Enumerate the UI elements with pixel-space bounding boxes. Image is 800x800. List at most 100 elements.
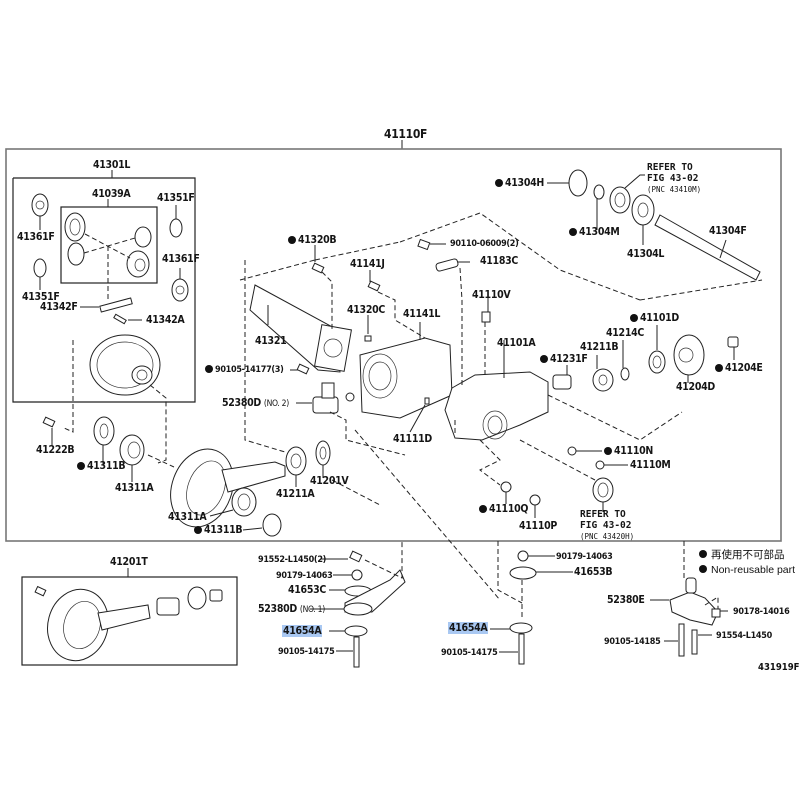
part-label-41204e[interactable]: 41204E bbox=[715, 362, 763, 374]
refer-line: REFER TO bbox=[647, 162, 693, 173]
part-label-41111d[interactable]: 41111D bbox=[393, 433, 432, 445]
part-label-41311b[interactable]: 41311B bbox=[194, 524, 243, 536]
refer-line: REFER TO bbox=[580, 509, 626, 520]
part-label-41351f[interactable]: 41351F bbox=[22, 291, 60, 303]
extension-tube bbox=[239, 241, 401, 373]
part-label-41141l[interactable]: 41141L bbox=[403, 308, 441, 320]
carrier-plugs bbox=[354, 429, 628, 601]
lower-mount-1 bbox=[310, 540, 406, 668]
part-label-41301l[interactable]: 41301L bbox=[93, 159, 131, 171]
part-label-41141j[interactable]: 41141J bbox=[350, 258, 385, 270]
part-label-91552-l1450[interactable]: 91552-L1450(2) bbox=[258, 555, 327, 565]
part-label-41342a[interactable]: 41342A bbox=[146, 314, 185, 326]
part-note: (NO. 2) bbox=[263, 399, 289, 409]
part-label-41201v[interactable]: 41201V bbox=[310, 475, 349, 487]
part-label-41320c[interactable]: 41320C bbox=[347, 304, 385, 316]
refer-line: FIG 43-02 bbox=[580, 520, 632, 531]
part-label-41361f[interactable]: 41361F bbox=[162, 253, 200, 265]
part-label-41653b[interactable]: 41653B bbox=[574, 566, 613, 578]
part-label-41110v[interactable]: 41110V bbox=[472, 289, 511, 301]
legend-text: 再使用不可部品 bbox=[711, 549, 785, 561]
part-label-90105-14175[interactable]: 90105-14175 bbox=[441, 648, 498, 658]
assembly-label-41110f[interactable]: 41110F bbox=[384, 127, 428, 141]
part-label-41304l[interactable]: 41304L bbox=[627, 248, 665, 260]
bolts-upper bbox=[311, 245, 426, 342]
refer-line: (PNC 43410M) bbox=[647, 185, 702, 194]
mount-bracket-no2 bbox=[290, 363, 406, 456]
part-number: 52380D bbox=[222, 397, 261, 409]
part-label-90179-14063[interactable]: 90179-14063 bbox=[556, 552, 613, 562]
bolt-41222b bbox=[42, 416, 56, 445]
differential-carrier-cover bbox=[359, 322, 453, 433]
part-label-90110-06009[interactable]: 90110-06009(2) bbox=[450, 239, 519, 249]
part-label-41222b[interactable]: 41222B bbox=[36, 444, 75, 456]
part-label-90105-14175[interactable]: 90105-14175 bbox=[278, 647, 335, 657]
diff-case-assembly-frame bbox=[12, 170, 196, 403]
part-label-90105-14185[interactable]: 90105-14185 bbox=[604, 637, 661, 647]
part-label-41110n[interactable]: 41110N bbox=[604, 445, 653, 457]
part-label-41311a[interactable]: 41311A bbox=[168, 511, 207, 523]
legend: 再使用不可部品 Non-reusable part bbox=[699, 548, 795, 578]
part-label-41101d[interactable]: 41101D bbox=[630, 312, 679, 324]
part-label-52380e[interactable]: 52380E bbox=[607, 594, 645, 606]
part-label-91554-l1450[interactable]: 91554-L1450 bbox=[716, 631, 772, 641]
illustration-code: 431919F bbox=[758, 662, 800, 673]
pinion-gear-set bbox=[64, 212, 152, 300]
part-label-41320b[interactable]: 41320B bbox=[288, 234, 337, 246]
part-label-90105-14177[interactable]: 90105-14177(3) bbox=[205, 364, 284, 376]
ring-gear-and-pinion bbox=[170, 260, 381, 537]
differential-carrier bbox=[399, 212, 641, 441]
part-label-41211b[interactable]: 41211B bbox=[580, 341, 619, 353]
highlighted-part-number: 41654A bbox=[448, 622, 489, 634]
part-label-41214c[interactable]: 41214C bbox=[606, 327, 644, 339]
part-label-41653c[interactable]: 41653C bbox=[288, 584, 326, 596]
part-label-41654a-highlighted[interactable]: 41654A bbox=[448, 622, 489, 634]
legend-item-jp: 再使用不可部品 bbox=[699, 548, 795, 563]
part-label-41351f[interactable]: 41351F bbox=[157, 192, 195, 204]
part-label-41110m[interactable]: 41110M bbox=[630, 459, 671, 471]
part-label-41311b[interactable]: 41311B bbox=[77, 460, 126, 472]
refer-line: (PNC 43420H) bbox=[580, 532, 635, 541]
part-label-90179-14063[interactable]: 90179-14063 bbox=[276, 571, 333, 581]
part-label-52380d-no2[interactable]: 52380D (NO. 2) bbox=[222, 397, 289, 410]
lower-mount-2 bbox=[490, 541, 573, 665]
bearing-set-left bbox=[93, 416, 175, 482]
differential-case bbox=[63, 334, 167, 464]
refer-note-43420h[interactable]: REFER TO FIG 43-02 (PNC 43420H) bbox=[580, 509, 634, 542]
part-label-41201t[interactable]: 41201T bbox=[110, 556, 148, 568]
part-label-41183c[interactable]: 41183C bbox=[480, 255, 518, 267]
part-label-41311a[interactable]: 41311A bbox=[115, 482, 154, 494]
filled-circle-icon bbox=[699, 550, 707, 558]
part-label-41110q[interactable]: 41110Q bbox=[479, 503, 528, 515]
mount-bracket-52380e bbox=[650, 541, 728, 657]
legend-text: Non-reusable part bbox=[711, 564, 796, 576]
part-label-41304f[interactable]: 41304F bbox=[709, 225, 747, 237]
part-label-41361f[interactable]: 41361F bbox=[17, 231, 55, 243]
part-label-41211a[interactable]: 41211A bbox=[276, 488, 315, 500]
part-label-41654a-highlighted[interactable]: 41654A bbox=[282, 625, 323, 637]
part-label-41304h[interactable]: 41304H bbox=[495, 177, 544, 189]
part-label-41204d[interactable]: 41204D bbox=[676, 381, 715, 393]
part-label-41110p[interactable]: 41110P bbox=[519, 520, 557, 532]
side-gear-washers bbox=[31, 193, 189, 302]
part-label-41231f[interactable]: 41231F bbox=[540, 353, 588, 365]
refer-line: FIG 43-02 bbox=[647, 173, 699, 184]
part-label-41039a[interactable]: 41039A bbox=[92, 188, 131, 200]
part-label-52380d-no1[interactable]: 52380D (NO. 1) bbox=[258, 603, 325, 616]
highlighted-part-number: 41654A bbox=[282, 625, 323, 637]
part-note: (NO. 1) bbox=[299, 605, 325, 615]
part-label-41321[interactable]: 41321 bbox=[255, 335, 287, 347]
legend-item-en: Non-reusable part bbox=[699, 563, 795, 578]
filled-circle-icon bbox=[699, 565, 707, 573]
part-label-41304m[interactable]: 41304M bbox=[569, 226, 620, 238]
side-bearing-parts bbox=[547, 325, 739, 441]
refer-note-43410m[interactable]: REFER TO FIG 43-02 (PNC 43410M) bbox=[647, 162, 701, 195]
part-label-41342f[interactable]: 41342F bbox=[40, 301, 78, 313]
output-shaft-assembly bbox=[547, 169, 763, 301]
ring-pinion-kit-frame bbox=[21, 568, 238, 666]
part-label-41101a[interactable]: 41101A bbox=[497, 337, 536, 349]
part-number: 52380D bbox=[258, 603, 297, 615]
part-label-90178-14016[interactable]: 90178-14016 bbox=[733, 607, 790, 617]
